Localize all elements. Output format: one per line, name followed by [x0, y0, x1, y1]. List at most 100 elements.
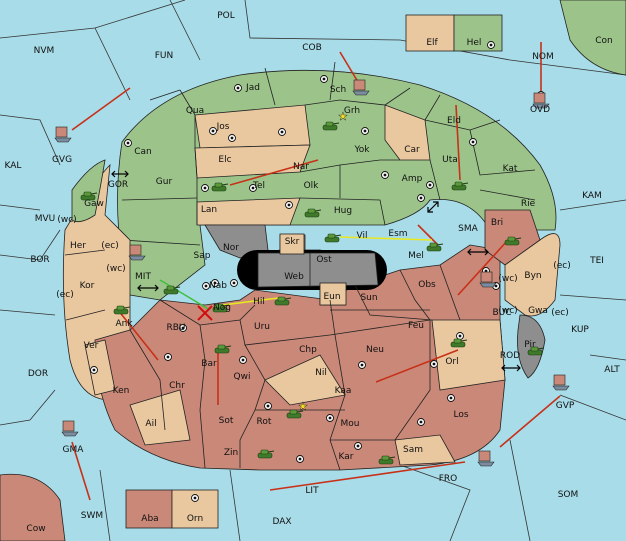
- ship-icon[interactable]: [128, 244, 146, 261]
- supply-center-dot: [213, 281, 217, 285]
- supply-center-dot: [251, 186, 255, 190]
- tank-icon[interactable]: [163, 285, 181, 295]
- sea-label-pol: POL: [217, 11, 235, 21]
- tank-icon[interactable]: [527, 346, 545, 356]
- province-label-nab: Nab: [209, 281, 227, 291]
- supply-center-dot: [204, 284, 208, 288]
- coast-tag: (ec): [551, 308, 569, 318]
- province-cow[interactable]: [0, 473, 66, 541]
- tank-icon[interactable]: [451, 181, 469, 191]
- province-label-qua: Qua: [186, 106, 204, 116]
- legend-hel[interactable]: [453, 14, 503, 52]
- supply-center-dot: [458, 334, 462, 338]
- province-label-qwi: Qwi: [234, 372, 251, 382]
- tank-icon[interactable]: [378, 455, 396, 465]
- tank-icon[interactable]: [450, 338, 468, 348]
- coast-tag: (ec): [56, 290, 74, 300]
- province-label-sun: Sun: [360, 293, 377, 303]
- region-east-arm: [504, 233, 561, 317]
- province-label-ver: Ver: [84, 341, 99, 351]
- legend-aba[interactable]: [125, 489, 173, 529]
- sea-label-buc: BUC: [492, 308, 511, 318]
- province-label-gaw: Gaw: [84, 199, 104, 209]
- province-skr-box[interactable]: [279, 233, 305, 255]
- province-label-mou: Mou: [341, 419, 360, 429]
- sea-label-dor: DOR: [28, 369, 48, 379]
- province-label-neu: Neu: [366, 345, 384, 355]
- north-borders: [121, 61, 536, 246]
- tank-icon[interactable]: [304, 208, 322, 218]
- province-label-uta: Uta: [442, 155, 458, 165]
- tank-icon[interactable]: [257, 449, 275, 459]
- orders-red: [71, 42, 561, 501]
- supply-center-dot: [232, 281, 236, 285]
- province-label-sch: Sch: [330, 85, 346, 95]
- province-label-feu: Feu: [408, 321, 424, 331]
- province-label-grh: Grh: [344, 106, 360, 116]
- province-label-kat: Kat: [503, 164, 518, 174]
- province-label-gur: Gur: [156, 177, 173, 187]
- star-icon: ★: [298, 400, 308, 413]
- province-gaw[interactable]: [71, 159, 106, 223]
- supply-center-dot: [126, 141, 130, 145]
- province-pir[interactable]: [517, 314, 546, 379]
- province-label-obs: Obs: [418, 280, 436, 290]
- province-label-nog: Nog: [213, 303, 231, 313]
- province-label-ail: Ail: [145, 419, 156, 429]
- sea-label-nom: NOM: [532, 52, 554, 62]
- province-eun-box[interactable]: [319, 282, 347, 306]
- legend-elf[interactable]: [405, 14, 455, 52]
- province-sam[interactable]: [394, 434, 456, 466]
- tank-icon[interactable]: [80, 191, 98, 201]
- supply-center-dot: [494, 284, 498, 288]
- province-label-gwa: Gwa: [528, 306, 548, 316]
- province-label-lan: Lan: [201, 205, 217, 215]
- tank-icon[interactable]: [113, 305, 131, 315]
- west-arm-borders: [64, 249, 106, 321]
- ship-icon[interactable]: [477, 450, 495, 467]
- coast-tag: (wc): [498, 306, 517, 316]
- ship-icon[interactable]: [352, 79, 370, 96]
- tank-icon[interactable]: [274, 296, 292, 306]
- province-con[interactable]: [559, 0, 626, 76]
- ship-icon[interactable]: [532, 92, 550, 109]
- province-label-vil: Vil: [357, 231, 368, 241]
- province-label-rie: Rie: [521, 199, 536, 209]
- province-label-kor: Kor: [80, 281, 95, 291]
- province-ail[interactable]: [129, 389, 191, 446]
- province-car[interactable]: [384, 104, 431, 161]
- province-ver[interactable]: [84, 339, 116, 396]
- tank-icon[interactable]: [214, 344, 232, 354]
- province-label-ank: Ank: [115, 319, 133, 329]
- supply-center-dot: [363, 129, 367, 133]
- ship-icon[interactable]: [552, 374, 570, 391]
- tank-icon[interactable]: [322, 121, 340, 131]
- province-label-jad: Jad: [245, 83, 260, 93]
- tank-icon[interactable]: [324, 233, 342, 243]
- tank-icon[interactable]: [286, 409, 304, 419]
- sea-label-kam: KAM: [582, 191, 602, 201]
- tank-icon[interactable]: [426, 242, 444, 252]
- sea-label-gvp: GVP: [556, 401, 575, 411]
- province-web[interactable]: [257, 252, 379, 288]
- ship-icon[interactable]: [54, 126, 72, 143]
- sea-label-cow: Cow: [26, 524, 45, 534]
- province-orl-tan[interactable]: [431, 319, 506, 391]
- province-label-orn: Orn: [187, 514, 203, 524]
- tank-icon[interactable]: [504, 236, 522, 246]
- province-label-aba: Aba: [141, 514, 158, 524]
- sea-label-rod: ROD: [500, 351, 520, 361]
- tank-icon[interactable]: [212, 303, 230, 313]
- tank-icon[interactable]: [211, 182, 229, 192]
- supply-center-dot: [193, 496, 197, 500]
- sea-label-fro: FRO: [439, 474, 458, 484]
- province-label-byn: Byn: [524, 271, 541, 281]
- ship-icon[interactable]: [479, 271, 497, 288]
- sea-label-gma: GMA: [63, 445, 85, 455]
- province-label-elf: Elf: [426, 38, 438, 48]
- sea-label-ovd: OVD: [530, 105, 550, 115]
- sea-label-gor: GOR: [108, 180, 128, 190]
- units: ★★: [54, 79, 570, 467]
- ship-icon[interactable]: [61, 420, 79, 437]
